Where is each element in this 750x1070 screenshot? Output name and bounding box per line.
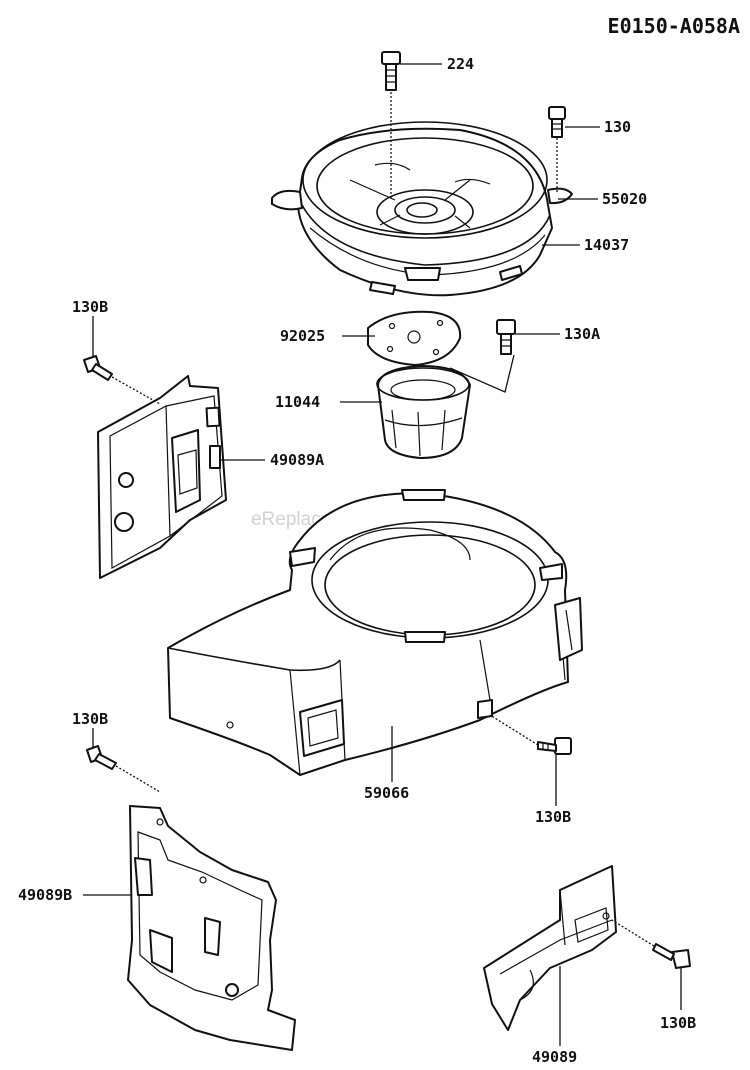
callout-49089B: 49089B <box>18 886 72 904</box>
bolt-130-part <box>548 106 566 192</box>
fan-11044-part <box>376 354 515 459</box>
washer-92025-part <box>367 310 462 366</box>
bolt-130B-shroud-part <box>489 714 572 755</box>
callout-49089A: 49089A <box>270 451 324 469</box>
bolt-130B-bottom-part <box>611 919 691 969</box>
shroud-59066-part <box>167 489 583 776</box>
callout-11044: 11044 <box>275 393 320 411</box>
callout-130: 130 <box>604 118 631 136</box>
bolt-224-part <box>381 51 401 198</box>
bracket-49089A-part <box>97 375 227 579</box>
callout-59066: 59066 <box>364 784 409 802</box>
callout-14037: 14037 <box>584 236 629 254</box>
callout-130B-bottom: 130B <box>660 1014 696 1032</box>
callout-55020: 55020 <box>602 190 647 208</box>
bolt-130A-part <box>496 319 516 355</box>
diagram-code: E0150-A058A <box>608 14 740 38</box>
bolt-130B-left-part <box>86 745 161 793</box>
flywheel-part <box>271 121 573 297</box>
callout-130B-left: 130B <box>72 710 108 728</box>
callout-224: 224 <box>447 55 474 73</box>
callout-92025: 92025 <box>280 327 325 345</box>
cover-49089B-part <box>127 805 296 1051</box>
bolt-130B-top-part <box>83 355 161 405</box>
callout-130B-right: 130B <box>535 808 571 826</box>
shield-49089-part <box>483 865 617 1031</box>
leader-lines <box>83 63 682 1046</box>
callout-130A: 130A <box>564 325 600 343</box>
callout-130B-top: 130B <box>72 298 108 316</box>
callout-49089: 49089 <box>532 1048 577 1066</box>
